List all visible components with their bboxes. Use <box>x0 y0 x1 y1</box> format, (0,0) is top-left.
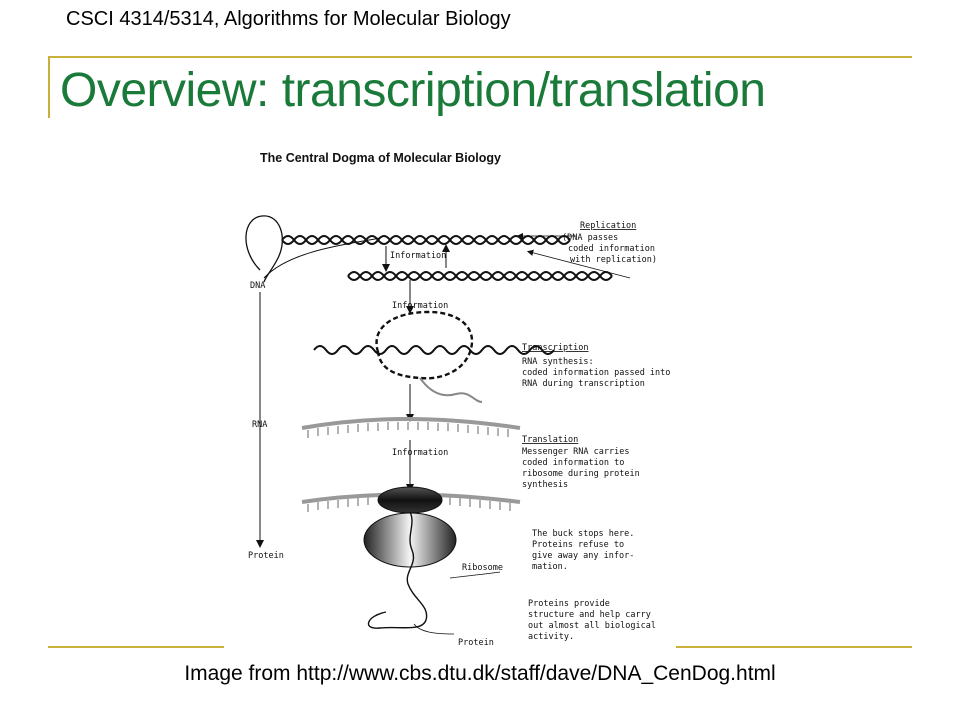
label-protein-chain: Protein <box>458 638 494 648</box>
label-dna: DNA <box>250 281 265 291</box>
label-protein: Protein <box>248 551 284 561</box>
label-rna: RNA <box>252 420 267 430</box>
mrna-strand <box>301 417 521 430</box>
course-header: CSCI 4314/5314, Algorithms for Molecular… <box>66 8 511 30</box>
protein-chain <box>368 511 428 629</box>
dna-loop-connector <box>263 237 381 279</box>
buck-line-1: The buck stops here. <box>532 529 634 539</box>
footer-rule-left <box>48 646 224 648</box>
proteins-note-line-4: activity. <box>528 632 574 642</box>
label-information-1: Information <box>390 251 446 261</box>
mrna-bases <box>307 422 509 438</box>
translation-heading: Translation <box>522 435 578 445</box>
replication-line-2: coded information <box>568 244 655 254</box>
proteins-note-line-2: structure and help carry <box>528 610 651 620</box>
central-dogma-figure: The Central Dogma of Molecular Biology D… <box>230 140 670 650</box>
figure-title: The Central Dogma of Molecular Biology <box>260 151 501 165</box>
ribosome-pointer <box>449 571 501 579</box>
mrna-emerging <box>419 377 483 403</box>
replication-pointer-2 <box>526 249 631 279</box>
translation-line-1: Messenger RNA carries <box>522 447 629 457</box>
proteins-note-line-3: out almost all biological <box>528 621 656 631</box>
dna-strand-top-b <box>281 235 571 245</box>
label-information-2: Information <box>392 301 448 311</box>
label-information-3: Information <box>392 448 448 458</box>
central-dogma-diagram: The Central Dogma of Molecular Biology D… <box>245 151 670 648</box>
replication-heading: Replication <box>580 221 636 231</box>
slide-title: Overview: transcription/translation <box>60 64 766 117</box>
buck-line-3: give away any infor- <box>532 551 634 561</box>
transcription-bubble <box>375 310 474 380</box>
translation-line-4: synthesis <box>522 480 568 490</box>
replication-line-3: with replication) <box>570 255 657 265</box>
buck-line-2: Proteins refuse to <box>532 540 624 550</box>
title-side-rule <box>48 56 50 118</box>
buck-line-4: mation. <box>532 562 568 572</box>
footer-rule-right <box>676 646 912 648</box>
label-ribosome: Ribosome <box>462 563 503 573</box>
dna-loop <box>245 215 283 283</box>
translation-line-2: coded information to <box>522 458 624 468</box>
proteins-note-line-1: Proteins provide <box>528 599 610 609</box>
translation-line-3: ribosome during protein <box>522 469 640 479</box>
replication-line-1: (DNA passes <box>562 233 618 243</box>
ribosome-small-subunit <box>377 486 443 514</box>
transcription-line-1: RNA synthesis: <box>522 357 594 367</box>
transcription-line-2: coded information passed into <box>522 368 670 378</box>
mrna-translation-bases <box>307 497 511 512</box>
transcription-dna <box>313 345 555 355</box>
transcription-heading: Transcription <box>522 343 589 353</box>
protein-pointer <box>413 623 455 635</box>
transcription-line-3: RNA during transcription <box>522 379 645 389</box>
image-caption: Image from http://www.cbs.dtu.dk/staff/d… <box>184 662 776 685</box>
dna-strand-copy-b <box>347 271 613 281</box>
header-rule <box>48 56 912 58</box>
